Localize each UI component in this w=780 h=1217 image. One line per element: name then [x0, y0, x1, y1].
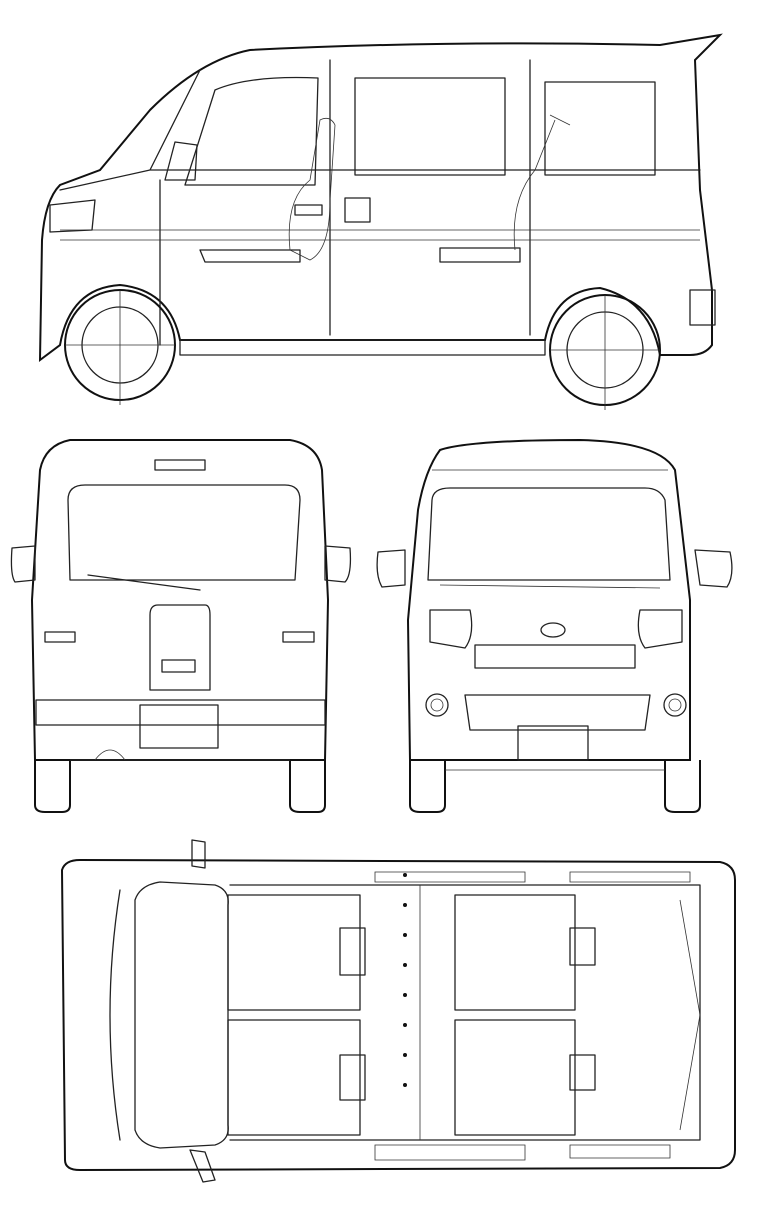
dimension-dots: [403, 873, 407, 1087]
rear-view: [10, 439, 352, 813]
top-view: [60, 839, 736, 1183]
front-view: [376, 438, 733, 813]
side-view: [38, 33, 723, 410]
